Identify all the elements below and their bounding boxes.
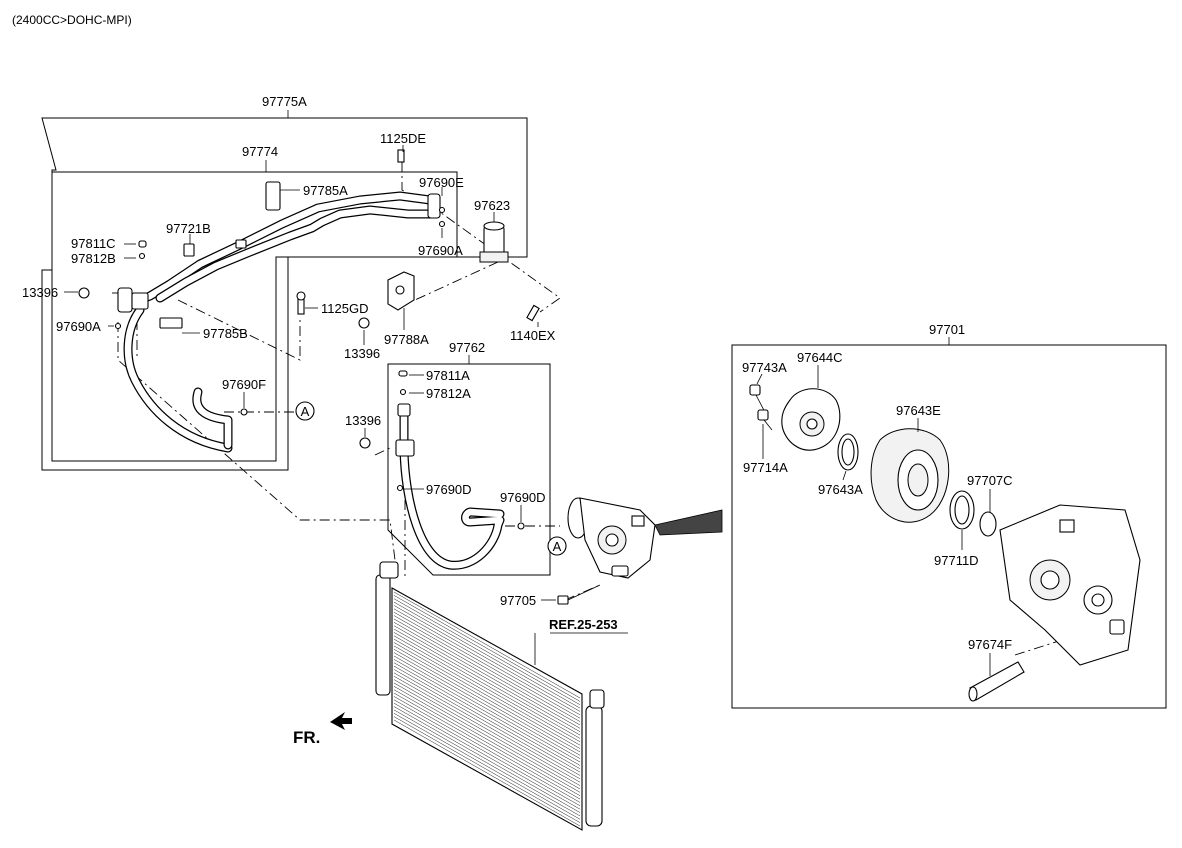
front-arrow [330, 712, 352, 730]
label-97711D: 97711D [934, 553, 979, 568]
label-97690A-right: 97690A [418, 243, 463, 258]
connector-a-upper: A [295, 401, 315, 421]
suction-hose-box [387, 363, 551, 576]
group-label-97762: 97762 [449, 340, 485, 355]
label-97643E: 97643E [896, 403, 941, 418]
suction-hose [395, 403, 505, 570]
label-97690E: 97690E [419, 175, 464, 190]
label-fr: FR. [293, 728, 320, 747]
label-97721B: 97721B [166, 221, 211, 236]
engine-spec-header: (2400CC>DOHC-MPI) [12, 13, 132, 27]
label-97811C: 97811C [71, 236, 116, 251]
hose-assy-box [41, 117, 528, 471]
label-97674F: 97674F [968, 637, 1012, 652]
label-97811A: 97811A [426, 368, 470, 383]
group-label-97701: 97701 [929, 322, 965, 337]
compressor-clutch-parts [749, 384, 1141, 702]
bracket-97788A [387, 271, 415, 311]
label-97690D-a: 97690D [426, 482, 472, 497]
label-97623: 97623 [474, 198, 510, 213]
compressor-middle [567, 497, 723, 579]
label-97707C: 97707C [967, 473, 1013, 488]
label-97714A: 97714A [743, 460, 788, 475]
leader-lines [64, 145, 991, 676]
receiver-drier [479, 221, 509, 263]
label-13396-low: 13396 [345, 413, 381, 428]
label-97690A-left: 97690A [56, 319, 101, 334]
group-label-97774: 97774 [242, 144, 278, 159]
label-97812A: 97812A [426, 386, 471, 401]
svg-text:A: A [301, 404, 310, 419]
label-1125DE: 1125DE [380, 131, 426, 146]
label-97788A: 97788A [384, 332, 429, 347]
group-label-97775A: 97775A [262, 94, 307, 109]
label-97705: 97705 [500, 593, 536, 608]
label-13396-left: 13396 [22, 285, 58, 300]
label-97644C: 97644C [797, 350, 843, 365]
label-97690F: 97690F [222, 377, 266, 392]
hardware-parts [78, 149, 540, 530]
hose-sub-box [51, 171, 458, 462]
svg-text:A: A [553, 539, 562, 554]
label-97812B: 97812B [71, 251, 116, 266]
bolt-97705 [557, 584, 601, 605]
condenser [375, 561, 605, 831]
label-13396-mid: 13396 [344, 346, 380, 361]
label-97785A-upper: 97785A [303, 183, 348, 198]
label-ref: REF.25-253 [549, 617, 618, 632]
label-97785B: 97785B [203, 326, 248, 341]
label-97690D-b: 97690D [500, 490, 546, 505]
discharge-hose-assembly [117, 181, 441, 453]
label-1125GD: 1125GD [321, 301, 368, 316]
part-labels: 1125DE 97785A 97690E 97623 97721B 97811C… [22, 131, 1013, 747]
connector-a-lower: A [547, 536, 567, 556]
label-1140EX: 1140EX [510, 328, 556, 343]
label-97743A: 97743A [742, 360, 787, 375]
label-97643A: 97643A [818, 482, 863, 497]
